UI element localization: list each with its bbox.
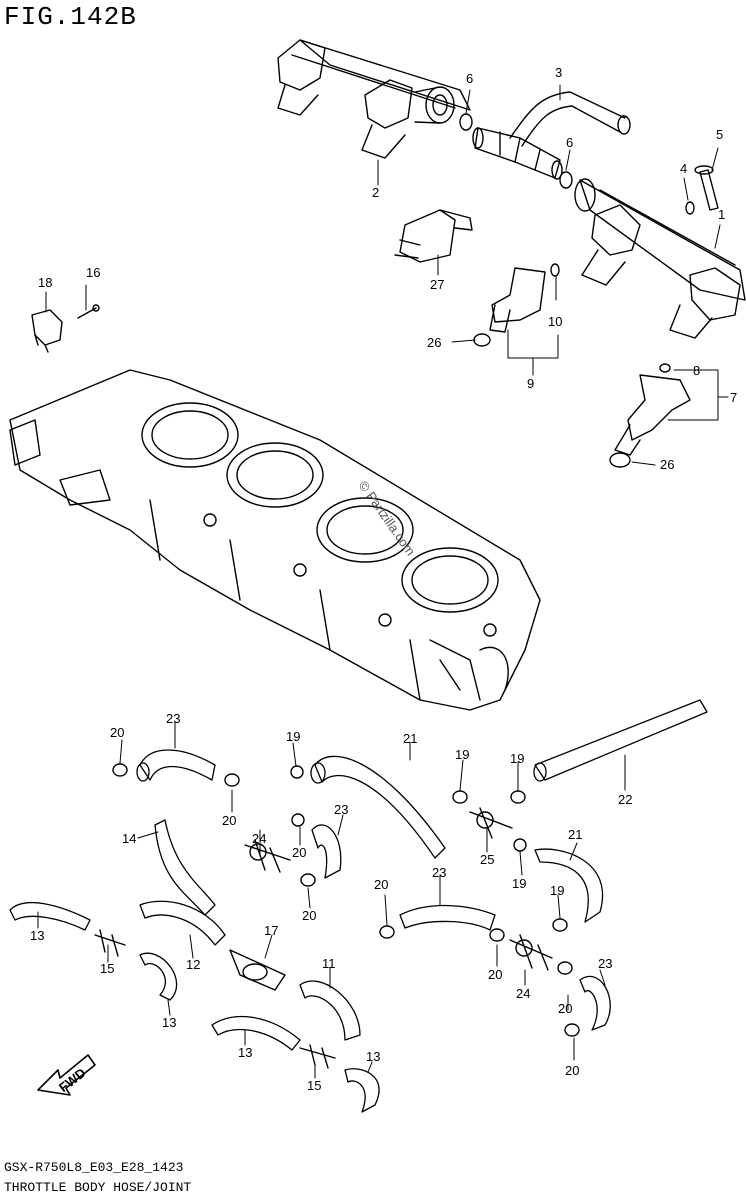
callout-23: 23: [334, 802, 349, 817]
joint-24a: [244, 839, 291, 873]
callout-4: 4: [680, 161, 688, 176]
callout-19: 19: [455, 747, 470, 762]
washer-4: [685, 201, 695, 215]
callout-19: 19: [286, 729, 301, 744]
callout-14: 14: [122, 831, 137, 846]
callout-23: 23: [432, 865, 447, 880]
callout-20: 20: [302, 908, 317, 923]
callout-9: 9: [527, 376, 535, 391]
o-ring-6a: [459, 113, 473, 131]
callout-11: 11: [322, 956, 336, 971]
hose-13c: [211, 1015, 301, 1051]
hose-22-end: [533, 762, 547, 782]
fuel-rail-upper: [277, 39, 471, 159]
joint-15a: [94, 929, 126, 957]
callout-19: 19: [512, 876, 527, 891]
figure-code: GSX-R750L8_E03_E28_1423: [4, 1160, 184, 1175]
clamp-27: [394, 209, 473, 263]
callout-5: 5: [716, 127, 724, 142]
clips: [112, 763, 580, 1037]
fwd-label-svg: FWD: [56, 1065, 89, 1095]
callout-20: 20: [292, 845, 307, 860]
callout-20: 20: [110, 725, 125, 740]
callout-3: 3: [555, 65, 563, 80]
hose-13a: [9, 902, 91, 931]
callout-22: 22: [618, 792, 633, 807]
callout-21: 21: [403, 731, 418, 746]
hose-21b: [534, 848, 603, 923]
fuel-rail-lower: [574, 178, 746, 339]
joint-15b: [299, 1044, 336, 1069]
hose-13b: [139, 952, 178, 1001]
callout-10: 10: [548, 314, 563, 329]
hose-23a-end: [136, 762, 150, 782]
callout-16: 16: [86, 265, 101, 280]
injector-7: [609, 363, 691, 468]
throttle-body: [9, 369, 541, 711]
screw-16-head: [92, 304, 100, 312]
callout-27: 27: [430, 277, 445, 292]
callout-20: 20: [374, 877, 389, 892]
hose-21a-end: [310, 762, 326, 784]
callout-25: 25: [480, 852, 495, 867]
callout-8: 8: [693, 363, 701, 378]
callout-13: 13: [238, 1045, 253, 1060]
hose-14: [154, 819, 216, 916]
callout-26-upper: 26: [427, 335, 442, 350]
callout-15: 15: [307, 1078, 322, 1093]
leader-lines: [37, 84, 729, 1079]
callout-20: 20: [558, 1001, 573, 1016]
callout-13: 13: [162, 1015, 177, 1030]
hose-23c: [399, 904, 496, 931]
callout-12: 12: [186, 957, 201, 972]
bolt-5: [694, 165, 719, 211]
figure-caption: THROTTLE BODY HOSE/JOINT: [4, 1180, 192, 1195]
fuel-hose-3: [509, 91, 631, 147]
callout-24: 24: [252, 831, 267, 846]
callout-21: 21: [568, 827, 583, 842]
callout-7: 7: [730, 390, 738, 405]
callout-23: 23: [166, 711, 181, 726]
hose-23a: [139, 749, 216, 781]
figure-title: FIG.142B: [4, 2, 137, 32]
callout-19: 19: [510, 751, 525, 766]
hose-23b: [311, 824, 342, 879]
sensor-18: [31, 309, 63, 353]
hose-21a: [314, 755, 446, 859]
callout-19: 19: [550, 883, 565, 898]
injector-9: [473, 263, 560, 347]
hose-23d: [579, 975, 611, 1031]
hose-11: [299, 980, 361, 1041]
callout-13: 13: [366, 1049, 381, 1064]
hose-12: [139, 900, 226, 946]
callout-6-lower: 6: [566, 135, 574, 150]
callout-6-upper: 6: [466, 71, 474, 86]
callout-20: 20: [222, 813, 237, 828]
o-ring-6b: [559, 171, 573, 189]
callout-17: 17: [264, 923, 279, 938]
callout-15: 15: [100, 961, 115, 976]
callout-23: 23: [598, 956, 613, 971]
callout-24: 24: [516, 986, 531, 1001]
joint-25: [469, 807, 513, 839]
callout-20: 20: [488, 967, 503, 982]
callout-20: 20: [565, 1063, 580, 1078]
fwd-label: FWD: [56, 1065, 89, 1095]
callout-2: 2: [372, 185, 380, 200]
fwd-arrow: [37, 1054, 96, 1096]
hose-22: [534, 699, 708, 781]
callout-13: 13: [30, 928, 45, 943]
injector-joint: [472, 127, 563, 180]
joint-24b: [509, 934, 553, 971]
callout-18: 18: [38, 275, 53, 290]
callout-26-lower: 26: [660, 457, 675, 472]
callout-1: 1: [718, 207, 726, 222]
hose-13d: [344, 1068, 380, 1113]
joint-17: [229, 949, 286, 991]
